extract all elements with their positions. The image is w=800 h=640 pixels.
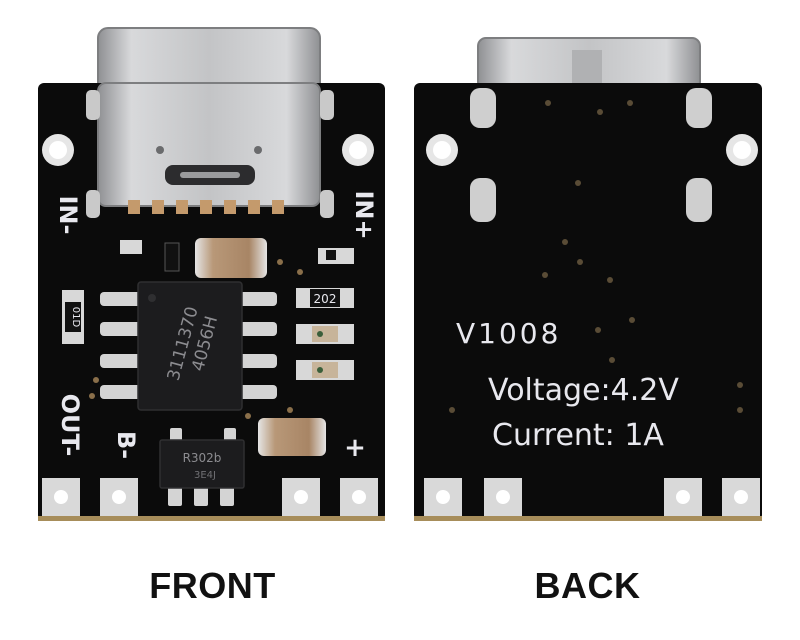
resistor-202-marking: 202 bbox=[314, 292, 337, 306]
resistor-left: 01D bbox=[62, 290, 84, 344]
back-current-label: Current: 1A bbox=[492, 418, 664, 453]
protection-ic-line2: 3E4J bbox=[194, 470, 216, 481]
led-indicators bbox=[296, 324, 354, 380]
label-out-minus: OUT- bbox=[56, 394, 84, 457]
charger-ic: 4056H 3111370 bbox=[100, 281, 277, 411]
solder-pads-front bbox=[42, 478, 378, 516]
pcb-edge bbox=[38, 516, 385, 521]
caption-back: BACK bbox=[534, 565, 641, 606]
capacitor-bottom bbox=[258, 418, 326, 456]
usb-c-body bbox=[97, 82, 321, 207]
front-board: IN- IN+ OUT- B- + bbox=[38, 27, 385, 521]
label-b-plus: + bbox=[344, 433, 366, 463]
resistor-left-marking: 01D bbox=[70, 307, 81, 328]
solder-pads-back bbox=[424, 478, 760, 516]
caption-front: FRONT bbox=[149, 565, 276, 606]
back-version-label: V1008 bbox=[456, 317, 561, 350]
mounting-holes-front bbox=[42, 134, 374, 166]
label-in-minus: IN- bbox=[54, 196, 82, 235]
resistor-202: 202 bbox=[296, 288, 354, 308]
mounting-holes-back bbox=[426, 134, 758, 166]
back-pcb bbox=[414, 83, 762, 521]
protection-ic: R302b 3E4J bbox=[159, 428, 245, 506]
back-voltage-label: Voltage:4.2V bbox=[488, 373, 679, 408]
label-in-plus: IN+ bbox=[350, 190, 378, 239]
back-board: V1008 Voltage:4.2V Current: 1A bbox=[414, 37, 762, 521]
label-b-minus: B- bbox=[112, 431, 140, 459]
capacitor-top bbox=[195, 238, 267, 278]
protection-ic-line1: R302b bbox=[183, 451, 222, 465]
